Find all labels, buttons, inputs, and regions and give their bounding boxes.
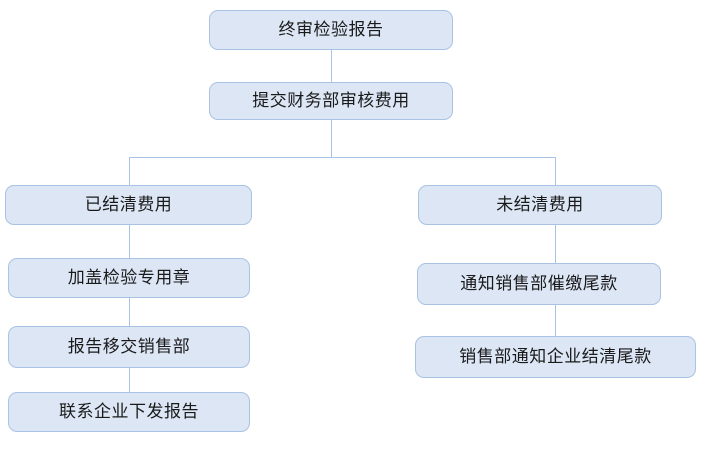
node-notify-sales[interactable]: 通知销售部催缴尾款 (417, 263, 661, 305)
node-root[interactable]: 终审检验报告 (209, 10, 453, 50)
connector-stamp-to-transfer-sales (129, 298, 130, 326)
node-sales-notify-company-label: 销售部通知企业结清尾款 (459, 347, 652, 366)
node-settled-branch[interactable]: 已结清费用 (5, 185, 252, 225)
node-stamp-label: 加盖检验专用章 (67, 268, 191, 287)
node-contact-company-label: 联系企业下发报告 (59, 402, 199, 421)
node-transfer-sales-label: 报告移交销售部 (67, 337, 191, 356)
connector-branch-horizontal (129, 157, 556, 158)
node-submit-finance-label: 提交财务部审核费用 (252, 91, 410, 110)
node-settled-branch-label: 已结清费用 (84, 195, 173, 214)
node-root-label: 终审检验报告 (278, 20, 384, 39)
node-contact-company[interactable]: 联系企业下发报告 (8, 392, 250, 432)
connector-branch-left-drop (129, 157, 130, 185)
node-notify-sales-label: 通知销售部催缴尾款 (460, 274, 618, 293)
connector-settled-to-stamp (129, 225, 130, 258)
node-stamp[interactable]: 加盖检验专用章 (8, 258, 250, 298)
connector-notify-sales-to-sales-notify-company (555, 305, 556, 336)
node-submit-finance[interactable]: 提交财务部审核费用 (209, 82, 453, 120)
connector-unsettled-to-notify-sales (555, 225, 556, 263)
node-transfer-sales[interactable]: 报告移交销售部 (8, 326, 250, 368)
connector-transfer-sales-to-contact-company (129, 368, 130, 392)
node-unsettled-branch[interactable]: 未结清费用 (418, 185, 662, 225)
connector-root-to-submit-finance (331, 50, 332, 82)
connector-branch-right-drop (555, 157, 556, 185)
node-sales-notify-company[interactable]: 销售部通知企业结清尾款 (415, 336, 696, 378)
node-unsettled-branch-label: 未结清费用 (496, 195, 584, 214)
connector-submit-finance-down (331, 120, 332, 157)
